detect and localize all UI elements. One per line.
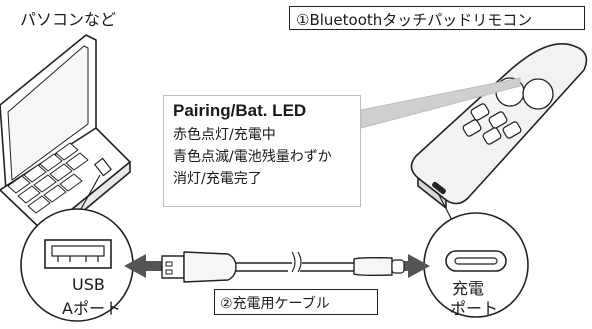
remote-label: ①Bluetoothタッチパッドリモコン bbox=[296, 11, 533, 29]
charge-port-label-line1: 充電 bbox=[452, 279, 485, 298]
usb-c-port-icon bbox=[423, 212, 529, 318]
led-callout-pointer bbox=[360, 77, 521, 129]
usb-cable-icon bbox=[161, 251, 405, 283]
remote-label-box bbox=[289, 6, 585, 30]
charge-port-label-line2: ポート bbox=[450, 299, 499, 318]
led-callout-box bbox=[163, 95, 361, 207]
usb-port-label-line2: Aポート bbox=[62, 299, 121, 318]
pc-label: パソコンなど bbox=[20, 10, 117, 29]
cable-label-box bbox=[214, 289, 378, 315]
usb-a-port-icon bbox=[20, 208, 134, 322]
led-status-line: 青色点滅/電池残量わずか bbox=[173, 149, 332, 165]
led-status-line: 消灯/充電完了 bbox=[173, 171, 262, 187]
remote-icon bbox=[410, 43, 588, 209]
left-direction-arrow bbox=[124, 254, 166, 278]
right-direction-arrow bbox=[392, 254, 430, 278]
laptop-icon bbox=[0, 34, 131, 243]
cable-label: ②充電用ケーブル bbox=[220, 296, 330, 312]
led-status-line: 赤色点灯/充電中 bbox=[173, 127, 276, 143]
usb-port-label-line1: USB bbox=[72, 275, 105, 294]
led-title: Pairing/Bat. LED bbox=[173, 101, 307, 120]
